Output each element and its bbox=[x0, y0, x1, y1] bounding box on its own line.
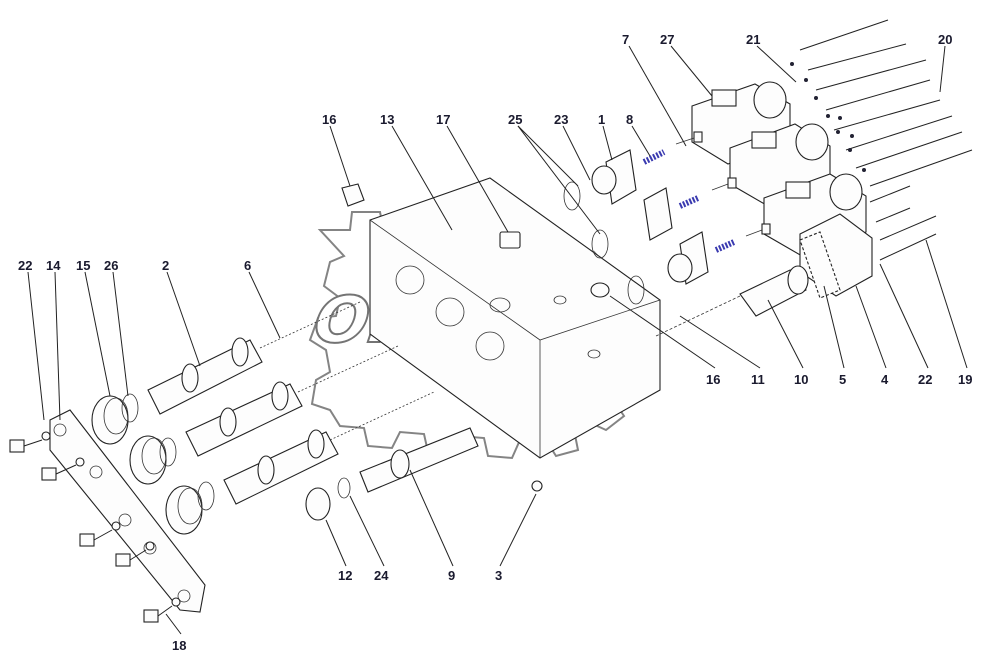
callout-22-right: 22 bbox=[918, 372, 932, 387]
callout-18: 18 bbox=[172, 638, 186, 653]
callout-1: 1 bbox=[598, 112, 605, 127]
callout-11: 11 bbox=[751, 372, 765, 387]
callout-5: 5 bbox=[839, 372, 846, 387]
callout-9: 9 bbox=[448, 568, 455, 583]
callout-2: 2 bbox=[162, 258, 169, 273]
part-16-plug bbox=[341, 183, 365, 207]
piston-assembly bbox=[305, 427, 479, 521]
callout-3: 3 bbox=[495, 568, 502, 583]
callout-14: 14 bbox=[46, 258, 61, 273]
callout-13: 13 bbox=[380, 112, 394, 127]
springs bbox=[259, 301, 435, 441]
solenoid-assembly bbox=[691, 81, 873, 299]
seal-caps bbox=[91, 393, 215, 535]
callout-labels: 7 27 21 20 16 13 17 25 23 1 8 22 14 15 2… bbox=[18, 32, 972, 653]
callout-26: 26 bbox=[104, 258, 118, 273]
callout-19: 19 bbox=[958, 372, 972, 387]
callout-8: 8 bbox=[626, 112, 633, 127]
part-3-nut bbox=[531, 480, 543, 492]
spools bbox=[147, 337, 339, 505]
callout-17: 17 bbox=[436, 112, 450, 127]
small-springs bbox=[642, 131, 771, 253]
callout-23: 23 bbox=[554, 112, 568, 127]
cover-bolts bbox=[9, 431, 181, 623]
callout-15: 15 bbox=[76, 258, 90, 273]
leader-lines bbox=[27, 45, 968, 635]
callout-21: 21 bbox=[746, 32, 760, 47]
callout-20: 20 bbox=[938, 32, 952, 47]
callout-24: 24 bbox=[374, 568, 389, 583]
callout-22-left: 22 bbox=[18, 258, 32, 273]
callout-4: 4 bbox=[881, 372, 889, 387]
callout-16-right: 16 bbox=[706, 372, 720, 387]
callout-27: 27 bbox=[660, 32, 674, 47]
long-bolts bbox=[790, 19, 973, 261]
cover-plate bbox=[49, 409, 206, 613]
callout-7: 7 bbox=[622, 32, 629, 47]
callout-25: 25 bbox=[508, 112, 522, 127]
callout-6: 6 bbox=[244, 258, 251, 273]
valve-body bbox=[369, 177, 661, 459]
callout-12: 12 bbox=[338, 568, 352, 583]
valve-caps bbox=[563, 149, 709, 305]
callout-16-top: 16 bbox=[322, 112, 336, 127]
callout-10: 10 bbox=[794, 372, 808, 387]
spring-11-and-plunger-10 bbox=[655, 265, 809, 337]
